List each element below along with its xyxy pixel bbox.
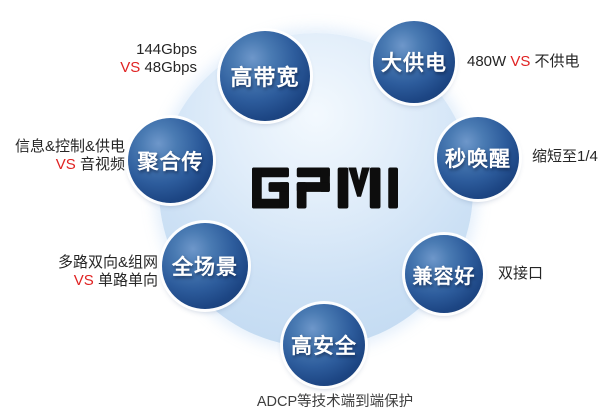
annotation-aggregate-line1: 信息&控制&供电 bbox=[14, 138, 125, 155]
vs-label: VS bbox=[120, 59, 141, 76]
gpmi-logo-icon bbox=[252, 167, 398, 209]
node-fast-wake-label: 秒唤醒 bbox=[445, 148, 511, 171]
node-high-power: 大供电 bbox=[373, 21, 455, 103]
annotation-scene-line1: 多路双向&组网 bbox=[57, 254, 158, 271]
node-high-security: 高安全 bbox=[283, 304, 365, 386]
vs-label: VS bbox=[510, 53, 531, 70]
node-high-bandwidth: 高带宽 bbox=[220, 31, 310, 121]
node-fast-wake: 秒唤醒 bbox=[437, 117, 519, 199]
annotation-bandwidth-line1: 144Gbps bbox=[136, 41, 197, 58]
node-compatibility-label: 兼容好 bbox=[412, 265, 476, 288]
gpmi-logo bbox=[252, 167, 398, 209]
annotation-security-caption: ADCP等技术端到端保护 bbox=[256, 394, 414, 410]
node-high-bandwidth-label: 高带宽 bbox=[230, 65, 300, 90]
node-compatibility: 兼容好 bbox=[405, 235, 483, 313]
node-aggregate-transfer: 聚合传 bbox=[128, 118, 213, 203]
vs-label: VS bbox=[73, 272, 94, 289]
annotation-compat: 双接口 bbox=[498, 265, 544, 282]
node-high-power-label: 大供电 bbox=[381, 52, 447, 75]
node-all-scenario: 全场景 bbox=[162, 223, 248, 309]
annotation-wake: 缩短至1/4 bbox=[532, 148, 598, 165]
vs-label: VS bbox=[55, 156, 76, 173]
node-high-security-label: 高安全 bbox=[291, 335, 357, 358]
node-aggregate-transfer-label: 聚合传 bbox=[137, 150, 204, 174]
node-all-scenario-label: 全场景 bbox=[172, 256, 238, 279]
